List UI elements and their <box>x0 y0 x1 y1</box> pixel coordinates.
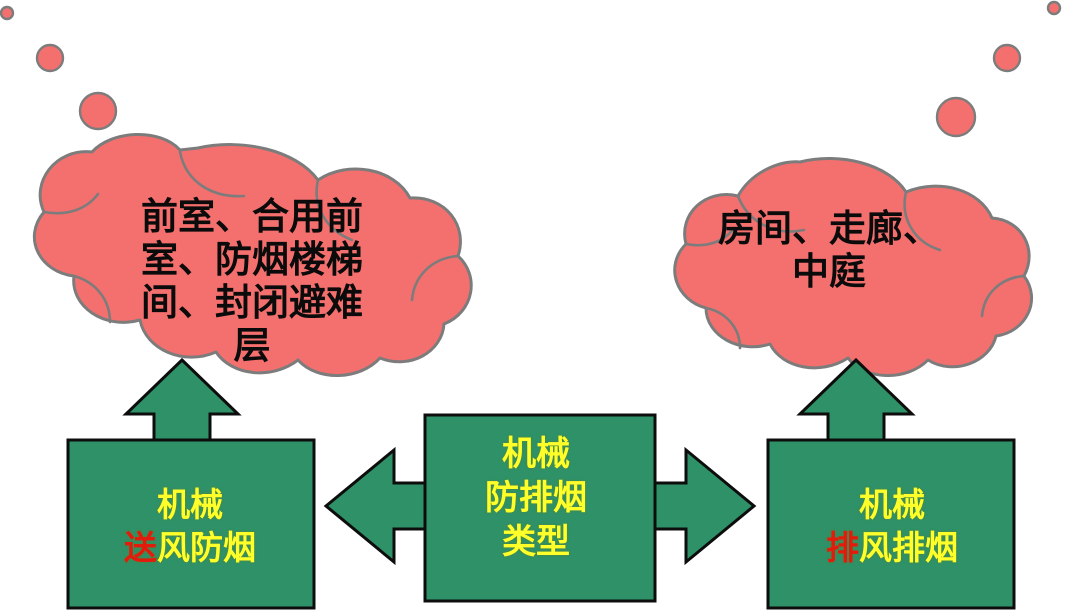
bubble-group-left <box>0 5 118 131</box>
left-cloud-seam-5 <box>42 192 100 215</box>
left-cloud-seam-3 <box>410 254 460 302</box>
right-cloud <box>673 157 1034 377</box>
bubble-left-1 <box>0 5 15 21</box>
right-box[interactable] <box>766 438 1016 610</box>
right-cloud-seam-5 <box>684 226 736 247</box>
left-cloud-shape <box>32 133 473 377</box>
right-cloud-shape <box>673 157 1034 377</box>
right-cloud-seam-3 <box>980 274 1026 318</box>
bubble-right-1 <box>1046 0 1062 16</box>
bubble-left-2 <box>35 43 65 73</box>
bubble-left-3 <box>78 91 118 131</box>
center-box[interactable] <box>423 413 657 603</box>
left-box[interactable] <box>66 438 316 610</box>
left-cloud-seam-4 <box>72 274 112 324</box>
right-box-group[interactable] <box>766 357 1016 610</box>
right-cloud-seam-1 <box>736 194 806 233</box>
left-box-group[interactable] <box>66 357 316 610</box>
left-cloud-seam-2 <box>315 178 354 242</box>
arrow-up-left[interactable] <box>122 357 242 454</box>
right-cloud-seam-4 <box>704 306 742 350</box>
left-cloud <box>32 133 473 377</box>
right-cloud-seam-2 <box>903 190 942 252</box>
bubble-right-3 <box>935 96 977 138</box>
left-cloud-seam-1 <box>178 150 246 198</box>
bubble-group-right <box>935 0 1062 138</box>
bubble-right-2 <box>992 43 1022 73</box>
center-box-group[interactable] <box>323 413 757 603</box>
